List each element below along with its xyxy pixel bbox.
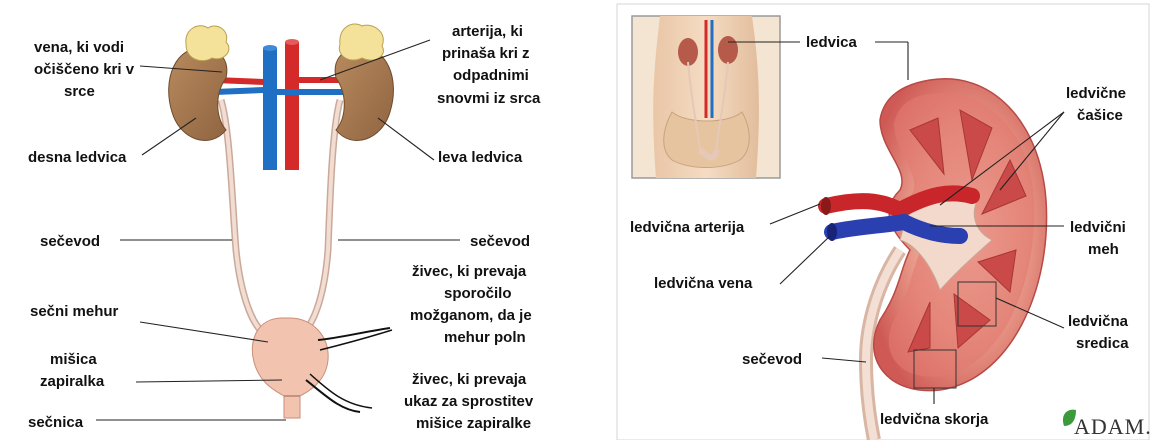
vena-cava bbox=[263, 48, 277, 170]
left-diagram: vena, ki vodi očiščeno kri v srce arteri… bbox=[28, 23, 541, 432]
label-zivec2-l2: ukaz za sprostitev bbox=[404, 393, 534, 410]
label-leva-ledvica: leva ledvica bbox=[438, 149, 523, 166]
label-ledvicna-skorja: ledvična skorja bbox=[880, 411, 989, 428]
label-zivec1-l3: možganom, da je bbox=[410, 307, 532, 324]
logo-text: ADAM. bbox=[1074, 414, 1152, 439]
label-ledvicne-casice-l2: čašice bbox=[1077, 107, 1123, 124]
label-misica-l2: zapiralka bbox=[40, 373, 105, 390]
label-zivec1-l2: sporočilo bbox=[444, 285, 512, 302]
right-adrenal-gland bbox=[186, 26, 229, 61]
label-arterija-l1: arterija, ki bbox=[452, 23, 523, 40]
left-adrenal-gland bbox=[339, 24, 383, 60]
label-secnica: sečnica bbox=[28, 414, 84, 431]
label-arterija-l3: odpadnimi bbox=[453, 67, 529, 84]
label-ledvicne-casice-l1: ledvične bbox=[1066, 85, 1126, 102]
label-zivec1-l1: živec, ki prevaja bbox=[412, 263, 527, 280]
label-ledvicna-arterija: ledvična arterija bbox=[630, 219, 745, 236]
right-kidney bbox=[169, 48, 227, 141]
label-zivec2-l3: mišice zapiralke bbox=[416, 415, 531, 432]
label-ledvicni-meh-l2: meh bbox=[1088, 241, 1119, 258]
label-secevod: sečevod bbox=[742, 351, 802, 368]
label-secevod-left: sečevod bbox=[40, 233, 100, 250]
label-arterija-l4: snovmi iz srca bbox=[437, 90, 541, 107]
adam-logo: ADAM. bbox=[1063, 410, 1152, 439]
label-vena-l1: vena, ki vodi bbox=[34, 39, 124, 56]
aorta bbox=[285, 42, 299, 170]
label-ledvicna-sredica-l2: sredica bbox=[1076, 335, 1129, 352]
bladder bbox=[252, 318, 328, 418]
label-arterija-l2: prinaša kri z bbox=[442, 45, 530, 62]
label-ledvicni-meh-l1: ledvični bbox=[1070, 219, 1126, 236]
torso-inset bbox=[632, 16, 780, 178]
label-ledvicna-sredica-l1: ledvična bbox=[1068, 313, 1129, 330]
label-secevod-right: sečevod bbox=[470, 233, 530, 250]
label-ledvica: ledvica bbox=[806, 34, 858, 51]
left-kidney bbox=[335, 48, 393, 141]
label-vena-l3: srce bbox=[64, 83, 95, 100]
label-vena-l2: očiščeno kri v bbox=[34, 61, 135, 78]
label-desna-ledvica: desna ledvica bbox=[28, 149, 127, 166]
label-zivec1-l4: mehur poln bbox=[444, 329, 526, 346]
right-diagram: ledvica ledvične čašice ledvična arterij… bbox=[617, 4, 1152, 440]
label-zivec2-l1: živec, ki prevaja bbox=[412, 371, 527, 388]
label-ledvicna-vena: ledvična vena bbox=[654, 275, 753, 292]
label-misica-l1: mišica bbox=[50, 351, 97, 368]
label-secni-mehur: sečni mehur bbox=[30, 303, 119, 320]
